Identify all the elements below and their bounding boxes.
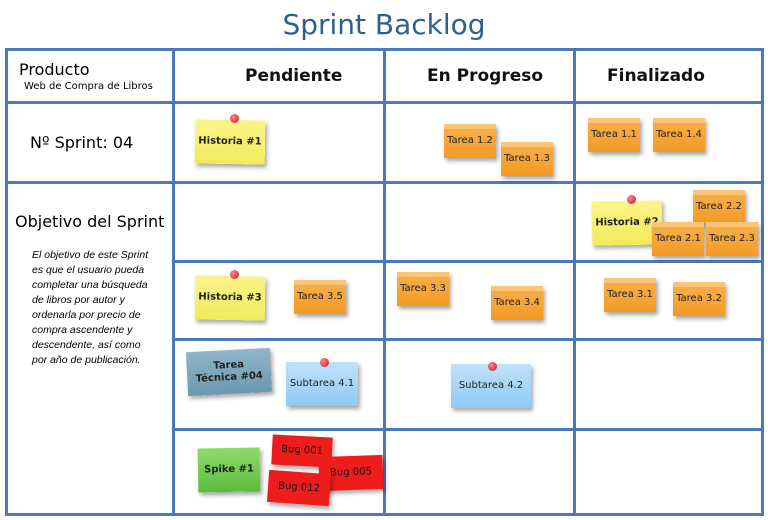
pushpin-icon bbox=[488, 362, 497, 371]
page-title: Sprint Backlog bbox=[282, 8, 486, 41]
sprint-goal-title: Objetivo del Sprint bbox=[15, 212, 165, 231]
task-note[interactable]: Tarea 1.4 bbox=[653, 118, 705, 152]
subtask-note[interactable]: Subtarea 4.1 bbox=[286, 362, 358, 406]
pushpin-icon bbox=[230, 270, 239, 279]
grid-line bbox=[172, 48, 175, 516]
task-note[interactable]: Tarea 1.3 bbox=[501, 142, 553, 176]
spike-note[interactable]: Spike #1 bbox=[197, 447, 261, 493]
task-note[interactable]: Tarea 1.2 bbox=[444, 124, 496, 158]
task-note[interactable]: Tarea 2.3 bbox=[706, 222, 758, 256]
pushpin-icon bbox=[320, 358, 329, 367]
sprint-number: Nº Sprint: 04 bbox=[30, 133, 134, 152]
pushpin-icon bbox=[627, 195, 636, 204]
grid-line bbox=[5, 101, 764, 104]
task-note[interactable]: Tarea 2.1 bbox=[652, 222, 704, 256]
task-note[interactable]: Tarea 3.1 bbox=[604, 278, 656, 312]
grid-line bbox=[573, 48, 576, 516]
grid-line bbox=[172, 428, 764, 431]
column-header-en-progreso: En Progreso bbox=[427, 66, 544, 86]
task-note[interactable]: Tarea 3.2 bbox=[673, 282, 725, 316]
tech-task-note[interactable]: Tarea Técnica #04 bbox=[185, 347, 273, 397]
pushpin-icon bbox=[230, 114, 239, 123]
column-header-finalizado: Finalizado bbox=[607, 66, 705, 86]
sprint-goal-text: El objetivo de este Sprint es que el usu… bbox=[32, 249, 149, 366]
task-note[interactable]: Tarea 1.1 bbox=[588, 118, 640, 152]
story-note[interactable]: Historia #1 bbox=[194, 119, 266, 165]
grid-line bbox=[383, 48, 386, 516]
bug-note[interactable]: Bug 012 bbox=[266, 469, 332, 507]
story-note[interactable]: Historia #3 bbox=[194, 275, 266, 321]
task-note[interactable]: Tarea 3.4 bbox=[491, 286, 543, 320]
task-note[interactable]: Tarea 2.2 bbox=[693, 190, 745, 224]
column-header-pendiente: Pendiente bbox=[245, 66, 343, 86]
subtask-note[interactable]: Subtarea 4.2 bbox=[451, 364, 531, 408]
grid-line bbox=[172, 260, 764, 263]
task-note[interactable]: Tarea 3.3 bbox=[397, 272, 449, 306]
product-name: Web de Compra de Libros bbox=[24, 81, 153, 92]
task-note[interactable]: Tarea 3.5 bbox=[294, 280, 346, 314]
product-label: Producto bbox=[19, 60, 90, 79]
grid-line bbox=[172, 338, 764, 341]
grid-line bbox=[5, 181, 764, 184]
